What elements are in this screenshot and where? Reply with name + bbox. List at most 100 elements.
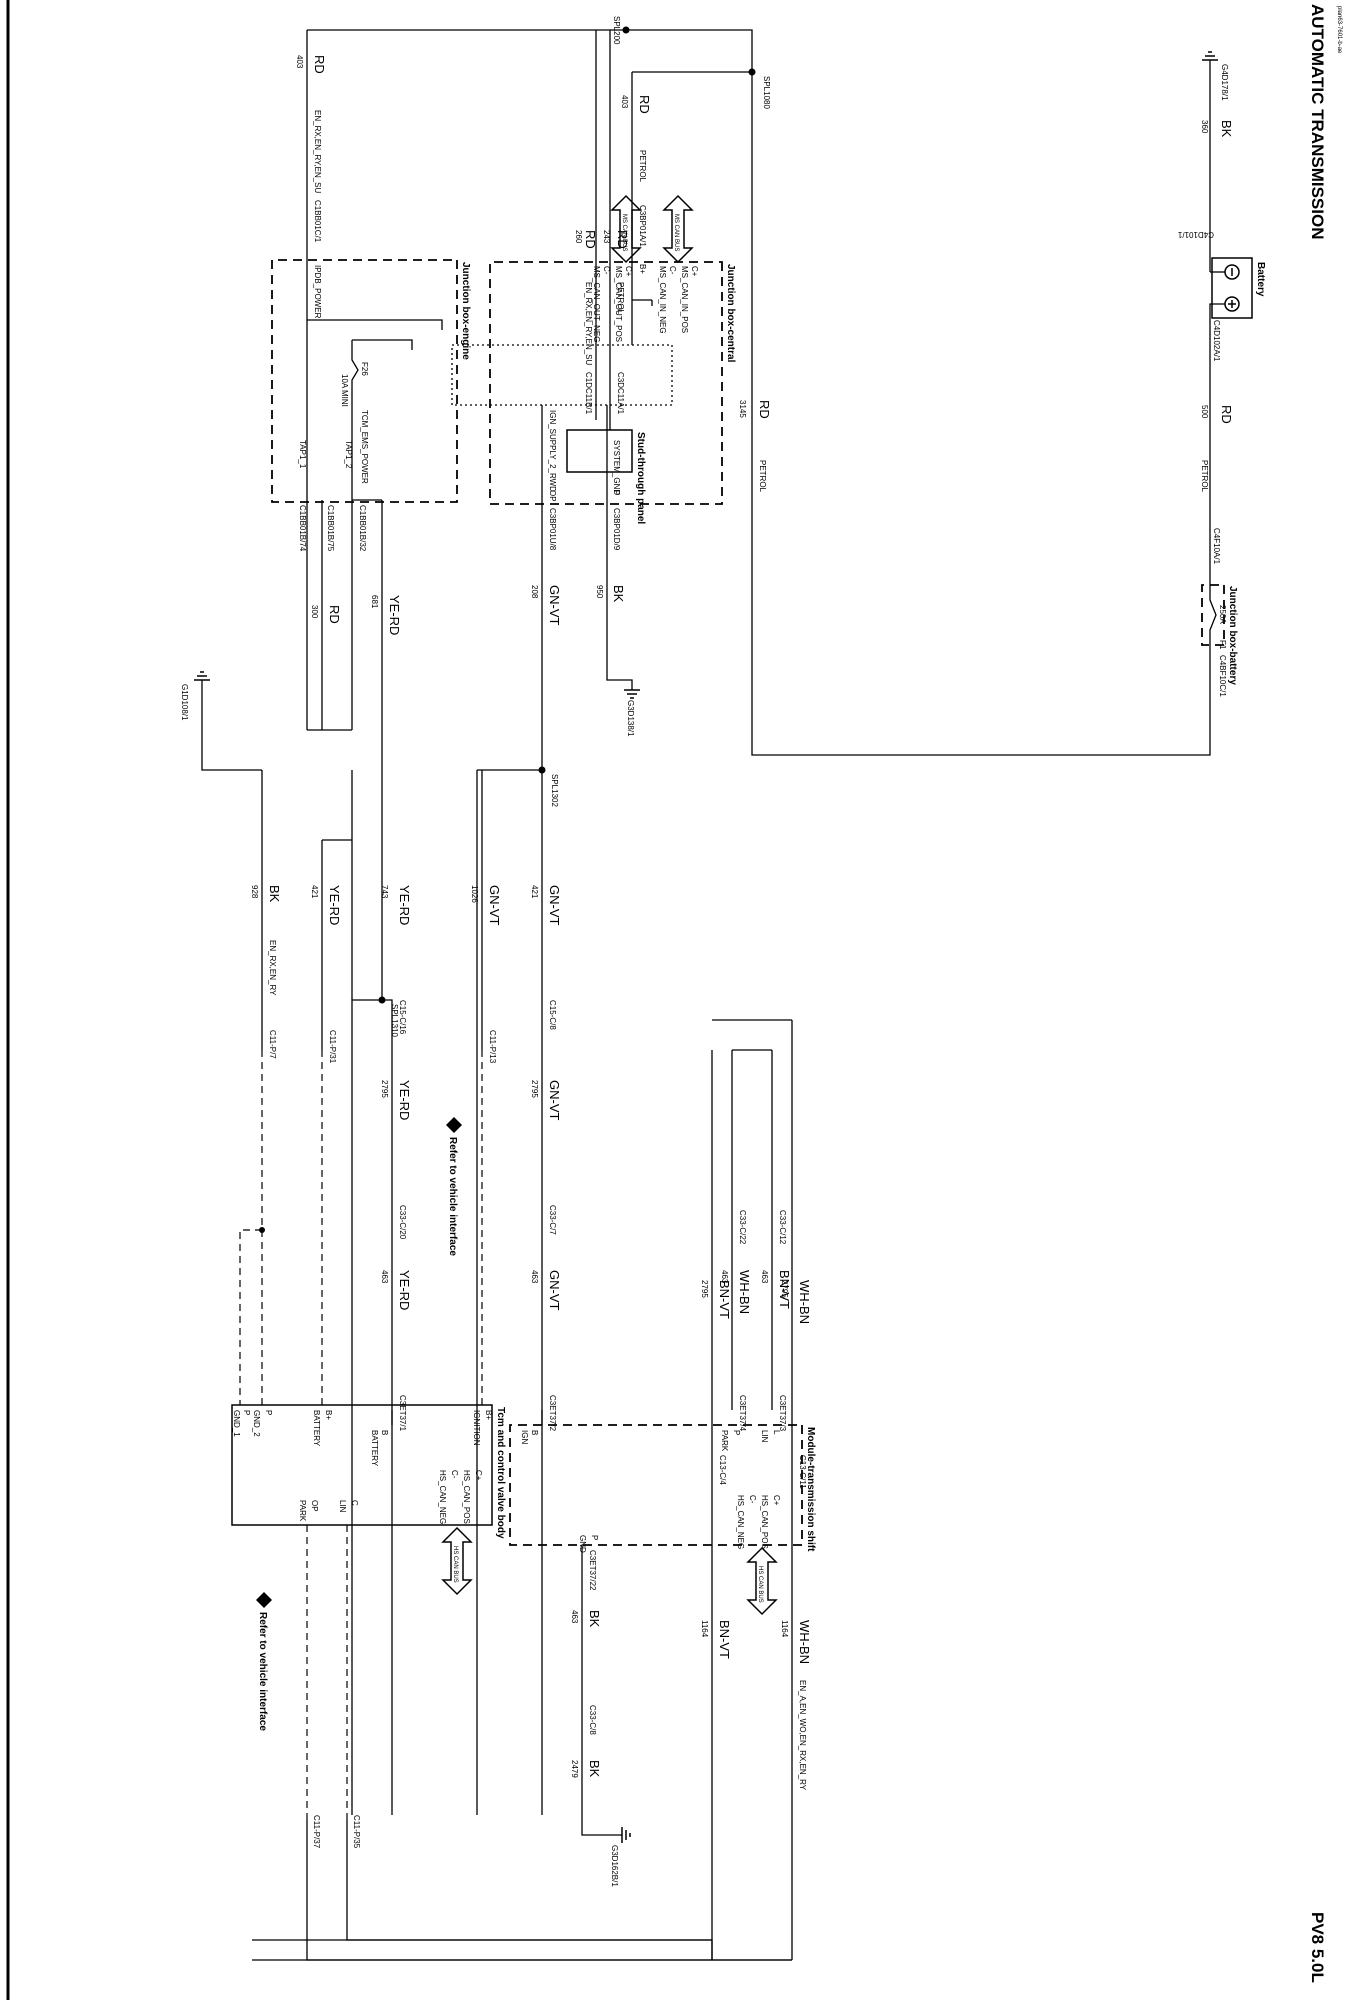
svg-text:RD: RD bbox=[327, 605, 342, 624]
svg-text:GN-VT: GN-VT bbox=[547, 1270, 562, 1311]
svg-text:C15-C/8: C15-C/8 bbox=[548, 1000, 557, 1030]
battery-title: Battery bbox=[1255, 262, 1266, 297]
svg-text:C15-C/16: C15-C/16 bbox=[398, 1000, 407, 1035]
svg-text:C4BF10C/1: C4BF10C/1 bbox=[1218, 655, 1227, 697]
svg-text:G4D178/1: G4D178/1 bbox=[1220, 64, 1229, 101]
svg-text:BK: BK bbox=[267, 885, 282, 903]
svg-text:P: P bbox=[590, 1535, 599, 1540]
svg-text:463: 463 bbox=[720, 1270, 729, 1284]
svg-text:Tcm and control valve body: Tcm and control valve body bbox=[495, 1407, 506, 1539]
svg-text:208: 208 bbox=[530, 585, 539, 599]
svg-text:PETROL: PETROL bbox=[638, 150, 647, 183]
svg-text:GN-VT: GN-VT bbox=[547, 885, 562, 926]
stud-through-panel bbox=[566, 429, 633, 473]
svg-text:3145: 3145 bbox=[738, 400, 747, 418]
svg-text:C3ET37/2: C3ET37/2 bbox=[548, 1395, 557, 1432]
yerd-battery-wire bbox=[382, 999, 393, 1815]
svg-text:MS_CAN_IN_POS: MS_CAN_IN_POS bbox=[680, 266, 689, 333]
svg-text:GND: GND bbox=[578, 1535, 587, 1553]
svg-text:IGN: IGN bbox=[520, 1430, 529, 1444]
svg-text:C3ET37/4: C3ET37/4 bbox=[738, 1395, 747, 1432]
svg-text:421: 421 bbox=[530, 885, 539, 899]
svg-text:463: 463 bbox=[570, 1610, 579, 1624]
svg-text:G1D108/1: G1D108/1 bbox=[180, 684, 189, 721]
svg-text:B: B bbox=[530, 1430, 539, 1435]
svg-text:421: 421 bbox=[310, 885, 319, 899]
svg-text:MS CAN BUS: MS CAN BUS bbox=[673, 214, 679, 251]
svg-text:IGN_SUPPLY_2_RWD: IGN_SUPPLY_2_RWD bbox=[548, 410, 557, 492]
svg-text:Refer to vehicle interface: Refer to vehicle interface bbox=[257, 1612, 268, 1731]
svg-text:MS_CAN_OUT_POS: MS_CAN_OUT_POS bbox=[614, 266, 623, 342]
svg-text:C33-C/12: C33-C/12 bbox=[778, 1210, 787, 1245]
svg-text:C4D101/1: C4D101/1 bbox=[1177, 230, 1214, 239]
junction-box-battery bbox=[1201, 584, 1225, 646]
svg-text:BATTERY: BATTERY bbox=[312, 1410, 321, 1447]
svg-text:RD: RD bbox=[583, 230, 598, 249]
svg-text:BK: BK bbox=[587, 1610, 602, 1628]
jb-central-internal-logic bbox=[451, 344, 673, 406]
svg-text:MS_CAN_IN_NEG: MS_CAN_IN_NEG bbox=[658, 266, 667, 334]
ground-symbol-icon bbox=[621, 1827, 631, 1843]
svg-text:500: 500 bbox=[1200, 405, 1209, 419]
svg-text:2795: 2795 bbox=[780, 1280, 789, 1298]
svg-text:Module-transmission shift: Module-transmission shift bbox=[805, 1427, 816, 1552]
svg-text:C33-C/22: C33-C/22 bbox=[738, 1210, 747, 1245]
svg-text:GND_1: GND_1 bbox=[232, 1410, 241, 1437]
svg-text:C1BB01B/32: C1BB01B/32 bbox=[358, 505, 367, 552]
svg-text:928: 928 bbox=[250, 885, 259, 899]
svg-text:Junction box-central: Junction box-central bbox=[725, 264, 736, 363]
svg-text:2795: 2795 bbox=[700, 1280, 709, 1298]
svg-text:TAP1_2: TAP1_2 bbox=[344, 440, 353, 469]
svg-text:P: P bbox=[264, 1410, 273, 1415]
svg-text:C1BB01B/75: C1BB01B/75 bbox=[326, 505, 335, 552]
svg-text:IGNITION: IGNITION bbox=[472, 1410, 481, 1446]
svg-text:300: 300 bbox=[310, 605, 319, 619]
svg-text:L: L bbox=[772, 1430, 781, 1435]
svg-text:403: 403 bbox=[295, 55, 304, 69]
svg-text:P: P bbox=[612, 490, 621, 495]
svg-text:2795: 2795 bbox=[530, 1080, 539, 1098]
svg-text:F1: F1 bbox=[1218, 640, 1227, 650]
tcm-control-valve-body bbox=[231, 1404, 493, 1526]
svg-text:C3ET37/3: C3ET37/3 bbox=[778, 1395, 787, 1432]
svg-text:G3D138/1: G3D138/1 bbox=[626, 700, 635, 737]
svg-text:G3D162B/1: G3D162B/1 bbox=[610, 1845, 619, 1887]
svg-text:950: 950 bbox=[595, 585, 604, 599]
svg-text:SYSTEM_GND: SYSTEM_GND bbox=[612, 440, 621, 495]
svg-text:B+: B+ bbox=[484, 1410, 493, 1420]
svg-text:C11-P/13: C11-P/13 bbox=[488, 1030, 497, 1064]
svg-text:C3BP01D/9: C3BP01D/9 bbox=[612, 508, 621, 551]
svg-text:C3DC11A/1: C3DC11A/1 bbox=[616, 372, 625, 415]
svg-text:PARK: PARK bbox=[298, 1500, 307, 1522]
svg-text:C+: C+ bbox=[690, 266, 699, 277]
svg-text:SPL1080: SPL1080 bbox=[762, 76, 771, 109]
svg-text:BN-VT: BN-VT bbox=[717, 1280, 732, 1319]
refer-vehicle-interface-1: Refer to vehicle interface bbox=[446, 1117, 462, 1256]
svg-text:BN-VT: BN-VT bbox=[717, 1620, 732, 1659]
svg-text:F26: F26 bbox=[360, 362, 369, 376]
svg-text:C33-C/20: C33-C/20 bbox=[398, 1205, 407, 1240]
svg-text:C11-P/7: C11-P/7 bbox=[268, 1030, 277, 1059]
svg-text:1164: 1164 bbox=[780, 1620, 789, 1638]
svg-text:1164: 1164 bbox=[700, 1620, 709, 1638]
svg-text:681: 681 bbox=[370, 595, 379, 609]
svg-text:10A MINI: 10A MINI bbox=[340, 374, 349, 407]
fuse-f26-icon bbox=[351, 340, 359, 500]
svg-text:BATTERY: BATTERY bbox=[370, 1430, 379, 1467]
battery-body bbox=[1211, 257, 1253, 319]
svg-text:GN-VT: GN-VT bbox=[547, 585, 562, 626]
svg-text:C11-P/35: C11-P/35 bbox=[352, 1815, 361, 1849]
engine-variant: PV8 5.0L bbox=[1308, 1912, 1327, 1983]
battery-feed-wire bbox=[751, 72, 1211, 756]
ground-symbol-icon bbox=[1202, 51, 1218, 61]
fuse-250a-icon bbox=[1209, 560, 1217, 645]
svg-text:250A: 250A bbox=[1218, 605, 1227, 624]
ms-can-bus-arrow-icon-2: MS CAN BUS bbox=[610, 194, 642, 264]
svg-text:C33-C/7: C33-C/7 bbox=[548, 1205, 557, 1235]
svg-text:LIN: LIN bbox=[760, 1430, 769, 1443]
module-transmission-shift bbox=[509, 1424, 803, 1546]
svg-text:C11-P/37: C11-P/37 bbox=[312, 1815, 321, 1849]
